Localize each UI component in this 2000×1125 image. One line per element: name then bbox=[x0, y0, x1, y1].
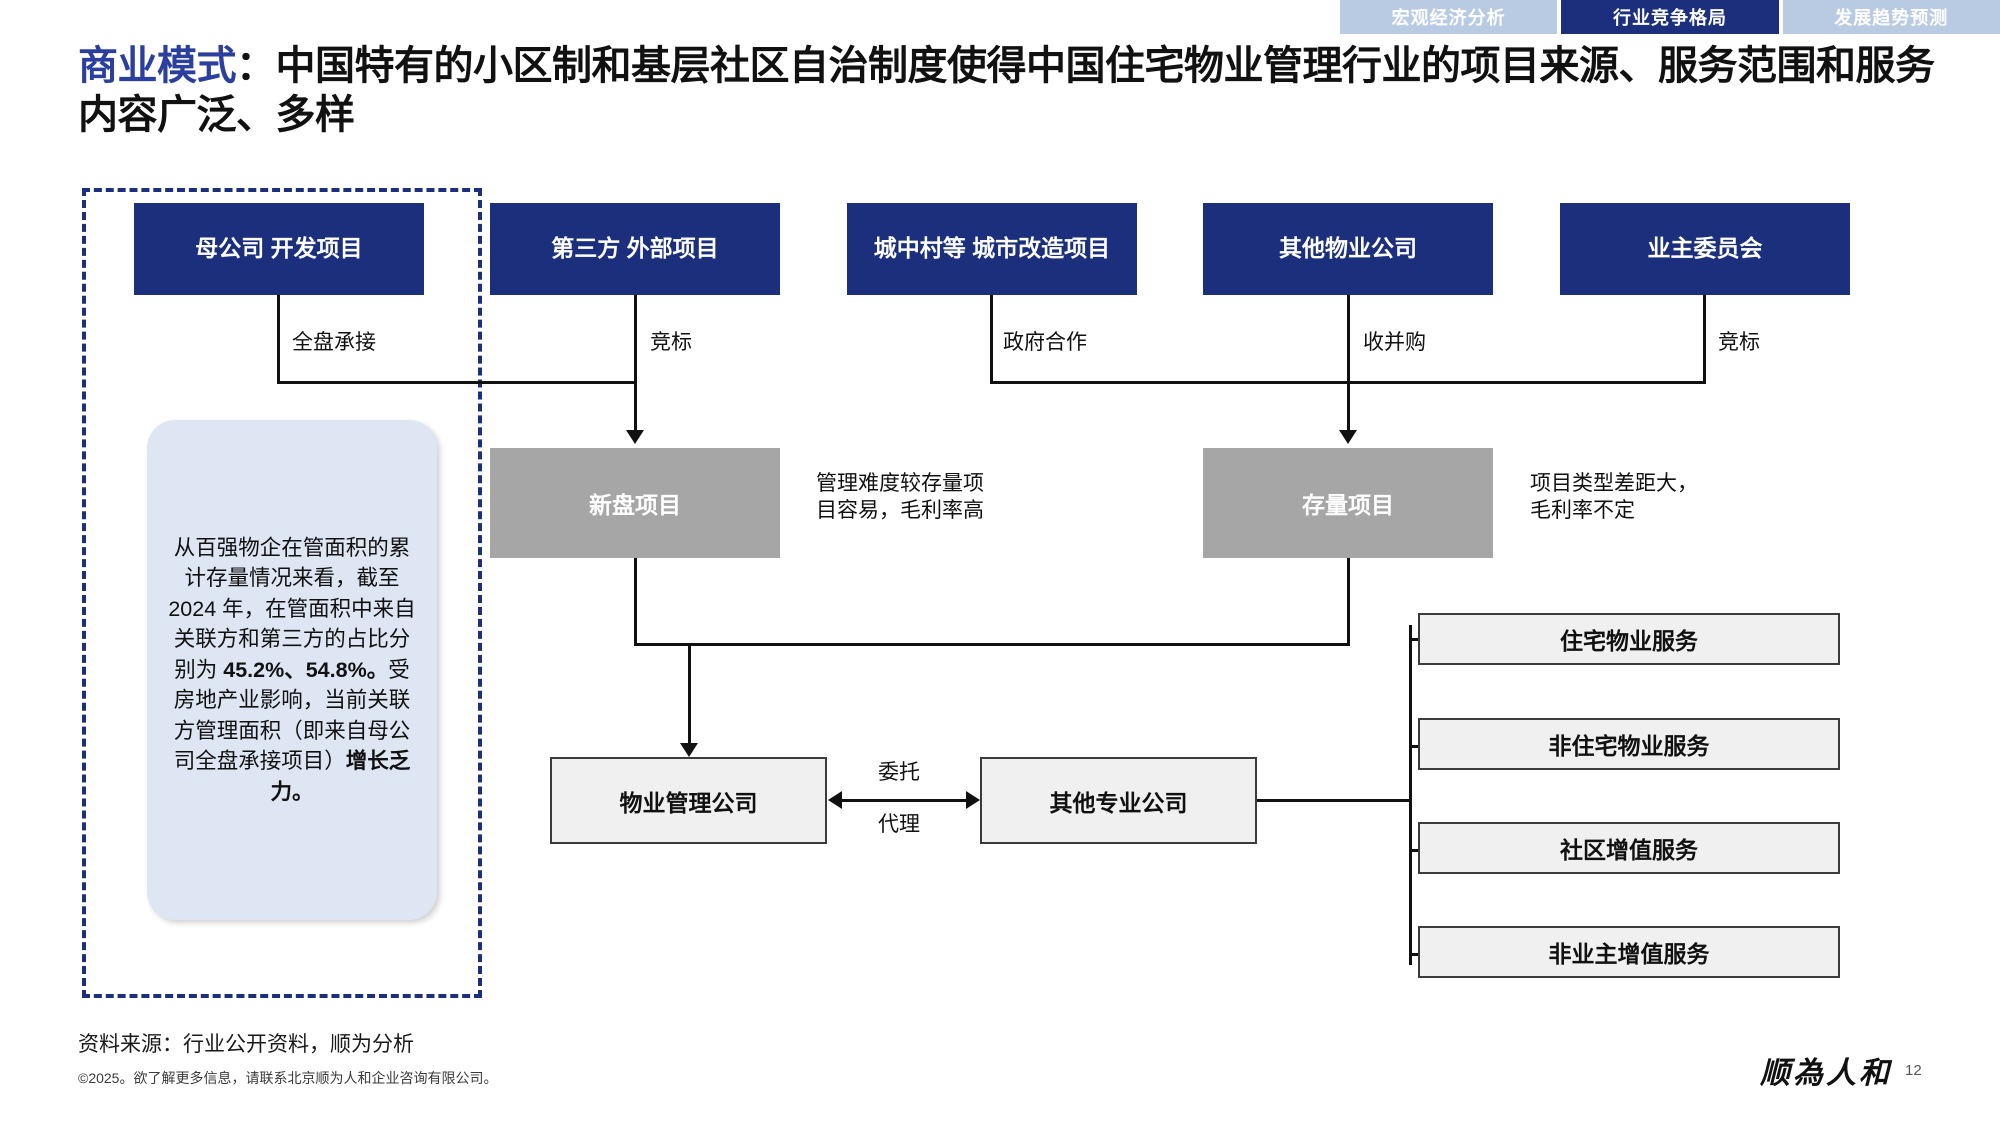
service-box-label: 社区增值服务 bbox=[1560, 837, 1698, 863]
source-box-other-property-co[interactable]: 其他物业公司 bbox=[1203, 203, 1493, 295]
source-box-label: 其他物业公司 bbox=[1279, 235, 1417, 262]
company-logo: 顺為人和 bbox=[1760, 1056, 1892, 1091]
company-box-label: 物业管理公司 bbox=[619, 789, 758, 816]
tab-label: 发展趋势预测 bbox=[1834, 8, 1949, 28]
edge-label-entrust: 委托 bbox=[878, 761, 920, 784]
arrowhead-agency-right bbox=[966, 791, 980, 809]
source-box-parent-company[interactable]: 母公司 开发项目 bbox=[134, 203, 424, 295]
edge-label-full-takeover: 全盘承接 bbox=[292, 331, 376, 354]
project-note-stock-project: 项目类型差距大， 毛利率不定 bbox=[1530, 472, 1698, 523]
connector-parent-down bbox=[277, 295, 280, 383]
service-box-label: 住宅物业服务 bbox=[1560, 628, 1698, 654]
callout-part2: 受房地产业影响，当前关联方管理面积（即来自母公司全盘承接项目） bbox=[173, 657, 411, 774]
project-box-new-project[interactable]: 新盘项目 bbox=[490, 448, 780, 558]
callout-part1: 从百强物企在管面积的累计存量情况来看，截至 2024 年，在管面积中来自关联方和… bbox=[168, 535, 416, 682]
source-note: 资料来源：行业公开资料，顺为分析 bbox=[78, 1033, 414, 1056]
connector-stockproject-down bbox=[1347, 558, 1350, 645]
insight-callout: 从百强物企在管面积的累计存量情况来看，截至 2024 年，在管面积中来自关联方和… bbox=[147, 420, 437, 920]
source-box-label: 母公司 开发项目 bbox=[195, 235, 363, 262]
tab-macro-economy[interactable]: 宏观经济分析 bbox=[1340, 0, 1558, 34]
connector-parent-join bbox=[277, 381, 637, 384]
edge-label-bidding-2: 竞标 bbox=[1718, 331, 1760, 354]
connector-urbanvillage-down bbox=[990, 295, 993, 383]
service-box-residential[interactable]: 住宅物业服务 bbox=[1418, 613, 1840, 665]
edge-label-acquisition: 收并购 bbox=[1363, 331, 1426, 354]
connector-ownerscommittee-join bbox=[1347, 381, 1706, 384]
project-box-label: 新盘项目 bbox=[589, 492, 681, 518]
connector-otherpropertyco-down bbox=[1347, 295, 1350, 435]
nav-tabs: 宏观经济分析 行业竞争格局 发展趋势预测 bbox=[1340, 0, 2000, 34]
arrowhead-entrust-left bbox=[828, 791, 842, 809]
source-box-label: 业主委员会 bbox=[1647, 235, 1763, 262]
callout-bold1: 45.2%、54.8%。 bbox=[223, 657, 389, 682]
callout-bold2: 增长乏力。 bbox=[270, 749, 411, 804]
source-box-third-party[interactable]: 第三方 外部项目 bbox=[490, 203, 780, 295]
copyright-note: ©2025。欲了解更多信息，请联系北京顺为人和企业咨询有限公司。 bbox=[78, 1070, 498, 1086]
connector-entrust-agency bbox=[842, 799, 966, 802]
project-note-new-project: 管理难度较存量项 目容易，毛利率高 bbox=[816, 472, 984, 523]
connector-to-services bbox=[1257, 799, 1412, 802]
connector-to-propertymgmt bbox=[688, 643, 691, 748]
page-title: 商业模式：中国特有的小区制和基层社区自治制度使得中国住宅物业管理行业的项目来源、… bbox=[78, 42, 1948, 140]
edge-label-agency: 代理 bbox=[878, 813, 920, 836]
arrowhead-new-project bbox=[626, 430, 644, 444]
page-number: 12 bbox=[1905, 1062, 1922, 1079]
arrowhead-property-mgmt bbox=[680, 743, 698, 757]
parent-company-group-frame bbox=[82, 188, 482, 998]
connector-ownerscommittee-down bbox=[1703, 295, 1706, 383]
source-box-label: 城中村等 城市改造项目 bbox=[873, 235, 1111, 262]
project-box-label: 存量项目 bbox=[1302, 492, 1394, 518]
source-box-urban-village[interactable]: 城中村等 城市改造项目 bbox=[847, 203, 1137, 295]
service-box-label: 非业主增值服务 bbox=[1548, 941, 1710, 967]
source-box-owners-committee[interactable]: 业主委员会 bbox=[1560, 203, 1850, 295]
connector-newproject-down bbox=[634, 558, 637, 645]
company-box-other-professional[interactable]: 其他专业公司 bbox=[980, 757, 1257, 844]
tab-trend-forecast[interactable]: 发展趋势预测 bbox=[1782, 0, 2000, 34]
project-box-stock-project[interactable]: 存量项目 bbox=[1203, 448, 1493, 558]
company-box-property-mgmt[interactable]: 物业管理公司 bbox=[550, 757, 827, 844]
tab-divider bbox=[1557, 0, 1562, 34]
service-box-label: 非住宅物业服务 bbox=[1548, 733, 1710, 759]
page-title-rest: ：中国特有的小区制和基层社区自治制度使得中国住宅物业管理行业的项目来源、服务范围… bbox=[78, 44, 1935, 137]
service-box-non-owner-value-added[interactable]: 非业主增值服务 bbox=[1418, 926, 1840, 978]
service-box-non-residential[interactable]: 非住宅物业服务 bbox=[1418, 718, 1840, 770]
connector-services-trunk bbox=[1409, 625, 1412, 965]
connector-thirdparty-down bbox=[634, 295, 637, 435]
arrowhead-stock-project bbox=[1339, 430, 1357, 444]
company-box-label: 其他专业公司 bbox=[1049, 789, 1188, 816]
tab-label: 行业竞争格局 bbox=[1612, 8, 1727, 28]
edge-label-government-coop: 政府合作 bbox=[1003, 331, 1087, 354]
source-box-label: 第三方 外部项目 bbox=[551, 235, 719, 262]
page-title-highlight: 商业模式 bbox=[78, 44, 237, 88]
tab-label: 宏观经济分析 bbox=[1391, 8, 1506, 28]
connector-urbanvillage-join bbox=[990, 381, 1360, 384]
tab-industry-competition[interactable]: 行业竞争格局 bbox=[1561, 0, 1779, 34]
connector-projects-merge bbox=[634, 643, 1350, 646]
insight-callout-text: 从百强物企在管面积的累计存量情况来看，截至 2024 年，在管面积中来自关联方和… bbox=[165, 533, 419, 808]
tab-divider bbox=[1778, 0, 1783, 34]
edge-label-bidding-1: 竞标 bbox=[650, 331, 692, 354]
service-box-community-value-added[interactable]: 社区增值服务 bbox=[1418, 822, 1840, 874]
